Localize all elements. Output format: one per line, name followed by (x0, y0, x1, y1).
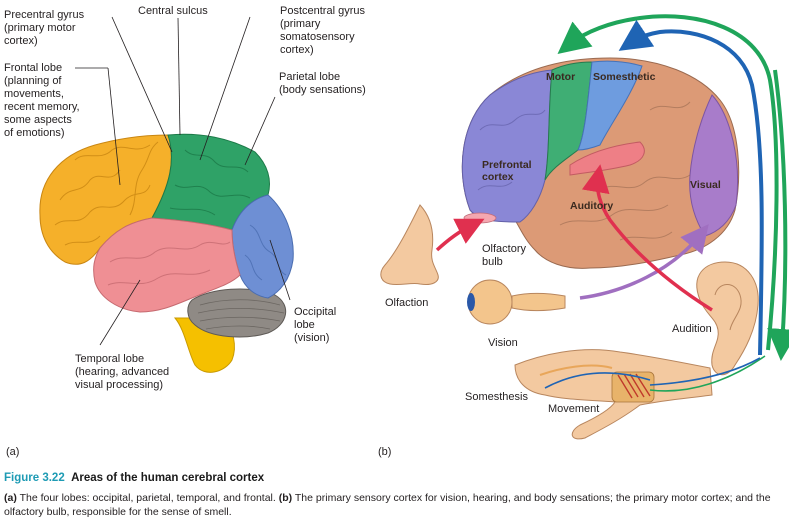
label-vision: Vision (488, 337, 518, 349)
label-audition: Audition (672, 323, 712, 335)
caption-b-marker: (b) (278, 492, 293, 504)
audition-arrow (581, 164, 713, 312)
label-line: (planning of (4, 75, 62, 87)
label-line: of emotions) (4, 127, 65, 139)
label-line: visual processing) (75, 379, 163, 391)
label-central-sulcus: Central sulcus (138, 5, 208, 17)
figure-caption-title: Figure 3.22 Areas of the human cerebral … (4, 472, 264, 484)
panel-b-marker: (b) (378, 446, 391, 458)
region-motor: Motor (546, 71, 575, 83)
region-somesthetic: Somesthetic (593, 71, 656, 83)
green-pathway-arrow (557, 14, 779, 351)
eye-icon (467, 279, 566, 325)
vision-arrow (579, 224, 709, 300)
label-line: some aspects (4, 114, 72, 126)
label-line: movements, (4, 88, 64, 100)
label-line: (hearing, advanced (75, 366, 169, 378)
label-somesthesis: Somesthesis (465, 391, 528, 403)
blue-pathway-arrow (618, 19, 764, 356)
caption-a-text: The four lobes: occipital, parietal, tem… (19, 492, 276, 504)
label-line: Precentral gyrus (4, 9, 85, 21)
figure-number: Figure 3.22 (4, 472, 65, 484)
label-line: Occipital (294, 306, 336, 318)
label-line: bulb (482, 256, 503, 268)
label-line: Olfaction (385, 297, 428, 309)
label-line: Postcentral gyrus (280, 5, 365, 17)
figure-title: Areas of the human cerebral cortex (71, 472, 265, 484)
label-line: cortex) (4, 35, 38, 47)
figure-caption-body: (a) The four lobes: occipital, parietal,… (4, 491, 774, 519)
label-parietal-lobe: Parietal lobe(body sensations) (279, 71, 366, 96)
label-line: Frontal lobe (4, 62, 62, 74)
region-visual: Visual (690, 179, 721, 191)
label-line: somatosensory (280, 31, 355, 43)
label-line: Auditory (570, 200, 613, 212)
label-line: Olfactory (482, 243, 527, 255)
olfactory-bulb (463, 212, 497, 224)
label-line: Prefrontal (482, 159, 532, 171)
label-line: Movement (548, 403, 599, 415)
label-movement: Movement (548, 403, 599, 415)
occipital-lobe (231, 194, 294, 299)
caption-b-text: The primary sensory cortex for vision, h… (4, 492, 771, 518)
label-line: (primary (280, 18, 321, 30)
label-line: (vision) (294, 332, 329, 344)
label-line: Somesthetic (593, 71, 656, 83)
label-line: Visual (690, 179, 721, 191)
label-line: cortex (482, 171, 514, 183)
label-line: Vision (488, 337, 518, 349)
nose-icon (380, 204, 439, 286)
label-line: (primary motor (4, 22, 76, 34)
panel-a-marker: (a) (6, 446, 19, 458)
label-line: Parietal lobe (279, 71, 340, 83)
temporal-lobe (93, 217, 241, 313)
label-line: Central sulcus (138, 5, 208, 17)
label-line: Somesthesis (465, 391, 528, 403)
label-line: Temporal lobe (75, 353, 144, 365)
label-line: cortex) (280, 44, 314, 56)
label-line: lobe (294, 319, 315, 331)
caption-a-marker: (a) (4, 492, 17, 504)
ear-icon (696, 261, 759, 376)
label-line: recent memory, (4, 101, 80, 113)
prefrontal-region (461, 69, 553, 223)
olfaction-arrow (435, 218, 485, 252)
label-line: Audition (672, 323, 712, 335)
somesthetic-region (577, 60, 643, 151)
hand-icon (514, 349, 766, 440)
label-line: (body sensations) (279, 84, 366, 96)
label-line: Motor (546, 71, 575, 83)
label-olfaction: Olfaction (385, 297, 428, 309)
green-return-arrow (767, 69, 789, 361)
region-auditory: Auditory (570, 200, 613, 212)
